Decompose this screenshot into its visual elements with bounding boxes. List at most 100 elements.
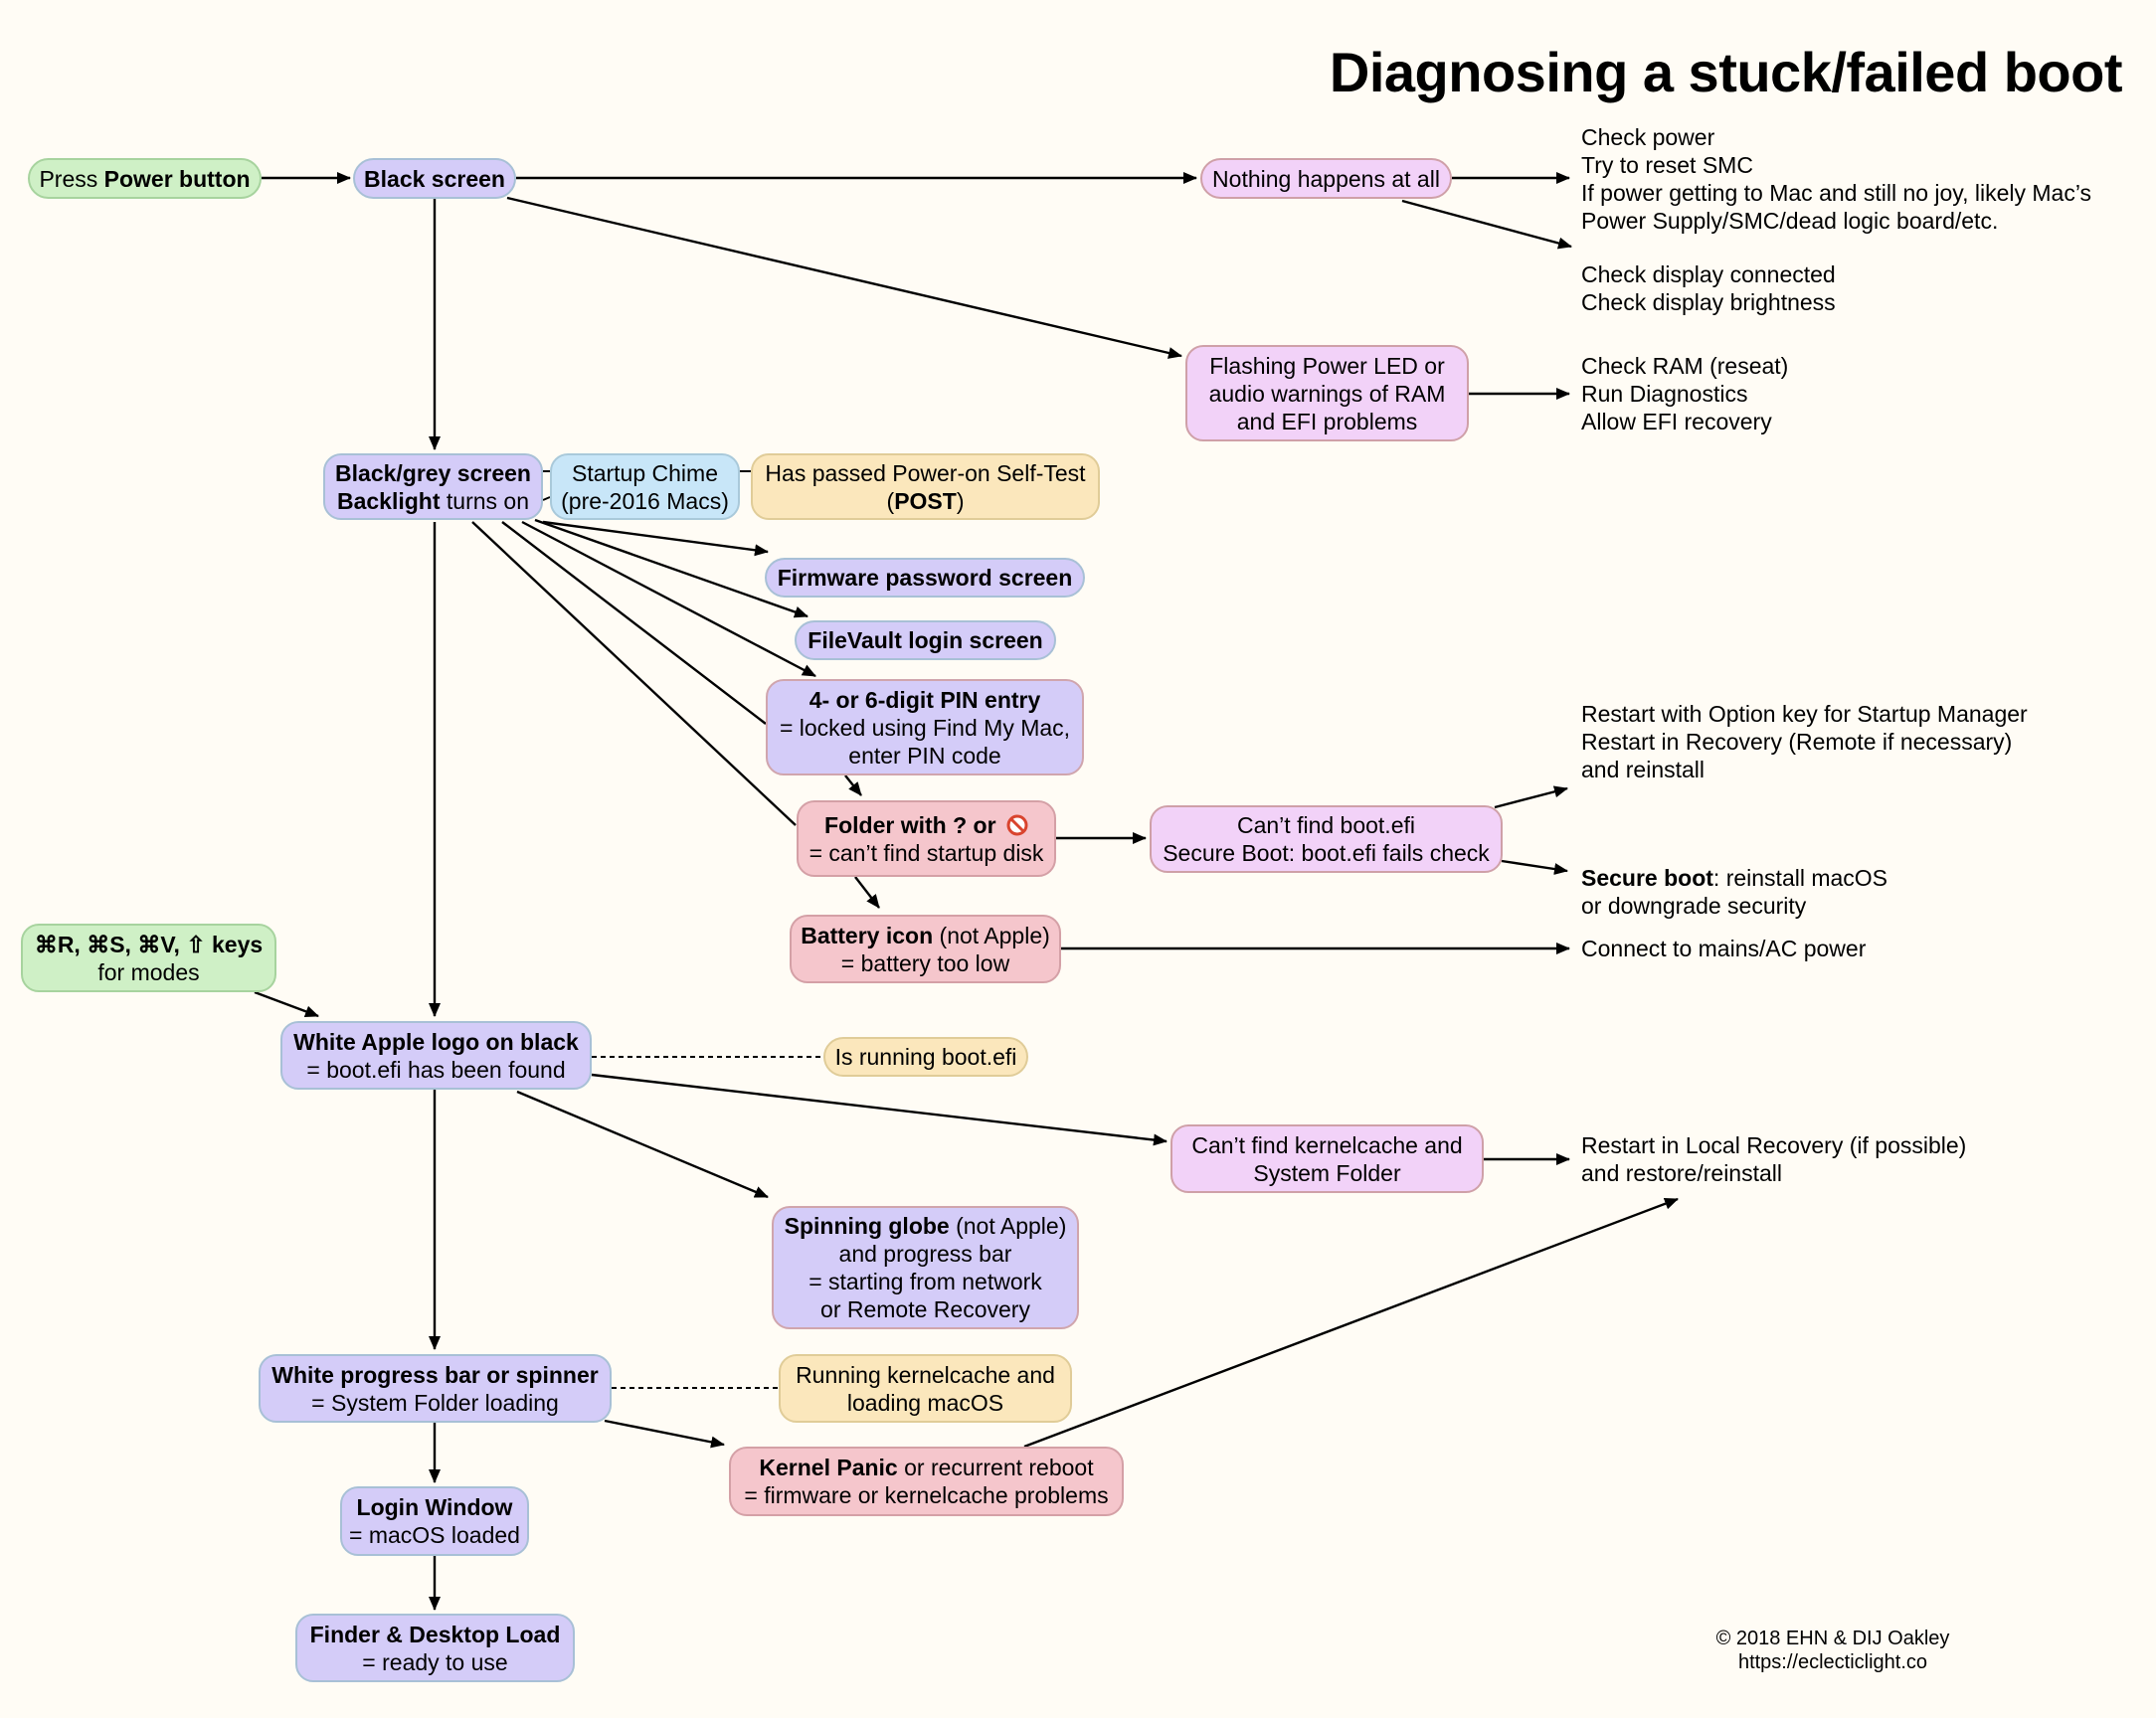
folder-title: Folder with ? or xyxy=(824,811,996,838)
press-power-bold: Power button xyxy=(103,165,251,192)
press-power-prefix: Press xyxy=(39,165,104,192)
note-line: Restart in Recovery (Remote if necessary… xyxy=(1581,729,2013,755)
post-acronym: POST xyxy=(894,487,957,514)
node-progress-bar: White progress bar or spinner = System F… xyxy=(259,1354,612,1423)
pin-line: enter PIN code xyxy=(848,742,1001,769)
note-restart-option: Restart with Option key for Startup Mana… xyxy=(1581,700,2028,783)
note-line: Power Supply/SMC/dead logic board/etc. xyxy=(1581,208,1999,234)
node-nothing-happens: Nothing happens at all xyxy=(1200,158,1452,199)
node-firmware-password: Firmware password screen xyxy=(765,558,1085,598)
note-secure-boot: Secure boot: reinstall macOS or downgrad… xyxy=(1581,864,1887,920)
progress-title: White progress bar or spinner xyxy=(271,1361,599,1388)
note-connect-mains: Connect to mains/AC power xyxy=(1581,936,1867,961)
panic-bold: Kernel Panic xyxy=(759,1455,898,1480)
note-line: Run Diagnostics xyxy=(1581,381,1748,407)
node-post: Has passed Power-on Self-Test (POST) xyxy=(751,453,1100,520)
node-spinning-globe: Spinning globe (not Apple) and progress … xyxy=(772,1206,1079,1329)
note-line: Check power xyxy=(1581,124,1715,150)
node-startup-chime: Startup Chime (pre-2016 Macs) xyxy=(550,453,740,520)
globe-line: = starting from network xyxy=(808,1269,1042,1294)
battery-bold: Battery icon xyxy=(801,922,934,948)
globe-bold: Spinning globe xyxy=(784,1213,950,1239)
edge-keys-to-apple xyxy=(254,990,319,1018)
note-line: Restart in Local Recovery (if possible) xyxy=(1581,1132,1967,1158)
running-kernel-line: loading macOS xyxy=(846,1389,1004,1416)
flashing-line: audio warnings of RAM xyxy=(1208,380,1446,407)
pin-line: = locked using Find My Mac, xyxy=(779,714,1071,741)
edge-pin-to-folder xyxy=(844,774,862,796)
black-grey-line1: Black/grey screen xyxy=(335,459,531,486)
node-running-bootefi: Is running boot.efi xyxy=(823,1037,1028,1077)
note-line: Check display connected xyxy=(1581,261,1836,287)
edge-bootefi-to-secureboot xyxy=(1501,859,1568,875)
login-title: Login Window xyxy=(356,1494,513,1520)
node-apple-logo: White Apple logo on black = boot.efi has… xyxy=(280,1021,592,1090)
note-line: Try to reset SMC xyxy=(1581,152,1753,178)
node-running-kernelcache: Running kernelcache and loading macOS xyxy=(779,1354,1072,1423)
flashing-line: Flashing Power LED or xyxy=(1209,352,1445,379)
node-mode-keys: ⌘R, ⌘S, ⌘V, ⇧ keys for modes xyxy=(21,924,276,992)
edge-panic-to-recovery xyxy=(1023,1197,1679,1449)
credit: © 2018 EHN & DIJ Oakley https://eclectic… xyxy=(1716,1627,1950,1674)
note-check-power: Check power Try to reset SMC If power ge… xyxy=(1581,123,2091,235)
node-folder: Folder with ? or = can’t find startup di… xyxy=(797,800,1056,877)
battery-rest: (not Apple) xyxy=(933,922,1050,948)
node-filevault: FileVault login screen xyxy=(795,620,1056,660)
node-black-grey-screen: Black/grey screen Backlight turns on xyxy=(323,453,543,520)
node-battery: Battery icon (not Apple) = battery too l… xyxy=(790,915,1061,983)
node-flashing-led: Flashing Power LED or audio warnings of … xyxy=(1185,345,1469,441)
finder-title: Finder & Desktop Load xyxy=(309,1621,561,1647)
copyright-text: © 2018 EHN & DIJ Oakley xyxy=(1715,1628,1950,1649)
backlight-bold: Backlight xyxy=(336,487,441,514)
post-paren-close: ) xyxy=(956,487,965,514)
post-line1: Has passed Power-on Self-Test xyxy=(765,459,1086,486)
finder-line2: = ready to use xyxy=(362,1648,508,1675)
edge-apple-to-kernelmissing xyxy=(591,1073,1168,1146)
globe-line: and progress bar xyxy=(838,1241,1012,1267)
prohibited-icon xyxy=(1006,814,1028,836)
globe-line: or Remote Recovery xyxy=(820,1296,1030,1322)
edge-black-to-flashing xyxy=(506,196,1182,359)
globe-rest: (not Apple) xyxy=(949,1213,1067,1239)
note-line: or downgrade security xyxy=(1581,893,1807,919)
note-line: and restore/reinstall xyxy=(1581,1160,1782,1186)
chime-line: Startup Chime xyxy=(571,459,718,486)
firmware-label: Firmware password screen xyxy=(777,565,1073,591)
apple-logo-title: White Apple logo on black xyxy=(293,1028,579,1055)
progress-line2: = System Folder loading xyxy=(311,1389,559,1416)
panic-rest: or recurrent reboot xyxy=(897,1455,1094,1480)
node-kernel-panic: Kernel Panic or recurrent reboot = firmw… xyxy=(729,1447,1124,1516)
edge-apple-to-globe xyxy=(516,1090,769,1199)
bootefi-line: Secure Boot: boot.efi fails check xyxy=(1163,840,1490,866)
edge-folder-to-battery xyxy=(854,876,880,909)
edge-blackgrey-to-folder xyxy=(501,521,767,725)
mode-keys-title: ⌘R, ⌘S, ⌘V, ⇧ keys xyxy=(34,931,264,957)
pin-title: 4- or 6-digit PIN entry xyxy=(808,686,1041,713)
edge-bootefi-to-restart xyxy=(1494,785,1568,809)
node-black-screen: Black screen xyxy=(353,158,516,199)
running-bootefi-label: Is running boot.efi xyxy=(834,1044,1017,1070)
folder-line2: = can’t find startup disk xyxy=(808,839,1044,866)
filevault-label: FileVault login screen xyxy=(808,627,1043,653)
note-check-ram: Check RAM (reseat) Run Diagnostics Allow… xyxy=(1581,352,1788,435)
note-local-recovery: Restart in Local Recovery (if possible) … xyxy=(1581,1131,1966,1187)
note-line: Allow EFI recovery xyxy=(1581,409,1772,434)
credit-url: https://eclecticlight.co xyxy=(1737,1651,1928,1673)
kernelmissing-line: Can’t find kernelcache and xyxy=(1191,1131,1463,1158)
kernelmissing-line: System Folder xyxy=(1253,1159,1401,1186)
note-line: Check display brightness xyxy=(1581,289,1836,315)
edge-progress-to-panic xyxy=(604,1419,725,1449)
secure-boot-bold: Secure boot xyxy=(1581,865,1713,891)
note-line: Restart with Option key for Startup Mana… xyxy=(1581,701,2028,727)
nothing-happens-label: Nothing happens at all xyxy=(1212,165,1440,192)
bootefi-line: Can’t find boot.efi xyxy=(1236,812,1415,838)
note-check-display: Check display connected Check display br… xyxy=(1581,260,1836,316)
node-cant-find-bootefi: Can’t find boot.efi Secure Boot: boot.ef… xyxy=(1150,805,1503,873)
node-login-window: Login Window = macOS loaded xyxy=(340,1486,529,1556)
edge-blackgrey-to-pin xyxy=(521,520,816,678)
mode-keys-line2: for modes xyxy=(97,958,200,985)
node-press-power: Press Power button xyxy=(28,158,262,199)
post-paren-open: ( xyxy=(886,487,895,514)
edge-blackgrey-to-firmware xyxy=(542,520,769,557)
note-line: If power getting to Mac and still no joy… xyxy=(1581,180,2092,206)
